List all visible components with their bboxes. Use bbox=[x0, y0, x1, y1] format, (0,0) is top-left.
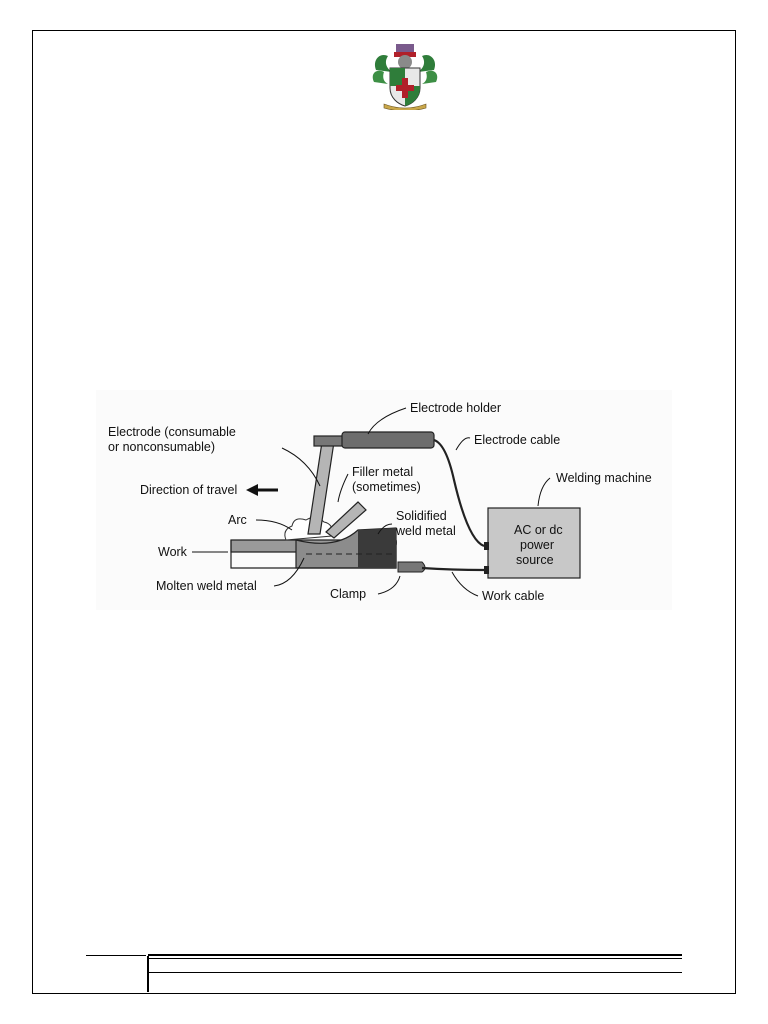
crest-leaf-left bbox=[374, 54, 392, 72]
label-solidified-line2: weld metal bbox=[395, 524, 456, 538]
crest-crown bbox=[396, 44, 414, 52]
label-work: Work bbox=[158, 545, 188, 559]
leader-molten bbox=[273, 557, 305, 587]
crest-leaf-right bbox=[418, 54, 436, 72]
page-border bbox=[32, 30, 736, 994]
label-electrode-cable: Electrode cable bbox=[474, 433, 560, 447]
filler-metal-rod bbox=[325, 501, 367, 539]
leader-electrode-cable bbox=[455, 437, 471, 451]
label-molten-weld-metal: Molten weld metal bbox=[156, 579, 257, 593]
label-direction-of-travel: Direction of travel bbox=[140, 483, 237, 497]
footer-rule-bottom bbox=[148, 972, 682, 973]
crest-motto-scroll bbox=[383, 103, 427, 110]
footer-rule-vertical bbox=[147, 956, 149, 992]
label-power-line3: source bbox=[516, 553, 554, 567]
label-clamp: Clamp bbox=[330, 587, 366, 601]
power-source-box bbox=[487, 507, 581, 579]
work-clamp bbox=[397, 561, 426, 573]
crest-leaf-left-low bbox=[372, 70, 388, 84]
leader-filler bbox=[337, 473, 349, 503]
label-solidified-line1: Solidified bbox=[396, 509, 447, 523]
crest-wreath bbox=[394, 52, 416, 57]
label-electrode-line2: or nonconsumable) bbox=[108, 440, 215, 454]
electrode-cable-line bbox=[433, 438, 485, 548]
label-arc: Arc bbox=[228, 513, 247, 527]
label-filler-line2: (sometimes) bbox=[352, 480, 421, 494]
electrode-holder-handle bbox=[341, 431, 435, 449]
work-cable-line bbox=[421, 566, 485, 572]
power-terminal-bottom bbox=[484, 566, 489, 574]
solidified-weld-bead bbox=[358, 528, 396, 568]
crest-helm bbox=[398, 55, 412, 69]
label-electrode-line1: Electrode (consumable bbox=[108, 425, 236, 439]
leader-work-cable bbox=[451, 571, 479, 597]
footer-rule-left bbox=[86, 955, 146, 956]
leader-electrode bbox=[281, 447, 321, 487]
crest-leaf-right-low bbox=[422, 70, 438, 84]
travel-arrow-head bbox=[246, 484, 258, 496]
figure-background bbox=[96, 390, 672, 610]
footer-rule-top-thin bbox=[148, 958, 682, 959]
label-electrode-holder: Electrode holder bbox=[410, 401, 501, 415]
leader-electrode-holder bbox=[367, 407, 407, 435]
label-power-line2: power bbox=[520, 538, 554, 552]
leader-clamp bbox=[377, 575, 401, 595]
holder-clamp bbox=[313, 435, 345, 447]
leader-arc bbox=[255, 519, 293, 531]
university-crest-logo bbox=[372, 44, 438, 110]
crest-quarter-green bbox=[390, 68, 405, 86]
label-welding-machine: Welding machine bbox=[556, 471, 652, 485]
label-filler-line1: Filler metal bbox=[352, 465, 413, 479]
leader-solidified bbox=[377, 523, 393, 535]
label-power-line1: AC or dc bbox=[514, 523, 563, 537]
label-work-cable: Work cable bbox=[482, 589, 544, 603]
arc-welding-diagram: Electrode holder Electrode (consumable o… bbox=[96, 390, 672, 610]
leader-welding-machine bbox=[537, 477, 551, 507]
power-terminal-top bbox=[484, 542, 489, 550]
footer-rule-top bbox=[148, 954, 682, 956]
crest-cross-horizontal bbox=[396, 85, 414, 91]
